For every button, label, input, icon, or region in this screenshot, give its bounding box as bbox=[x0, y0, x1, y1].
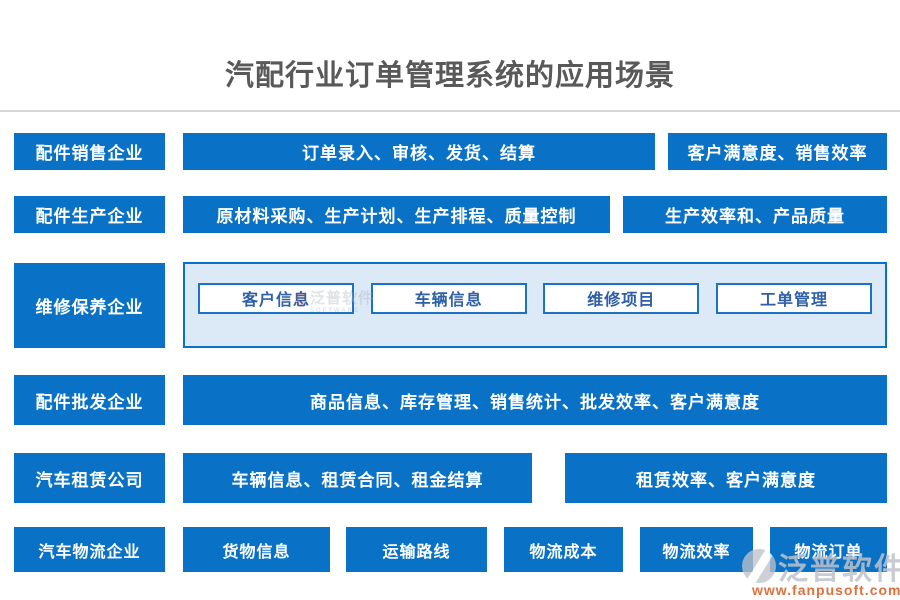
label-auto-logistics-company: 汽车物流企业 bbox=[14, 527, 165, 572]
label-parts-manufacturing-company: 配件生产企业 bbox=[14, 196, 165, 233]
label-parts-wholesale-company: 配件批发企业 bbox=[14, 375, 165, 425]
page-title: 汽配行业订单管理系统的应用场景 bbox=[224, 60, 675, 92]
bar-rental-benefit: 租赁效率、客户满意度 bbox=[565, 453, 887, 503]
button-vehicle-info: 车辆信息 bbox=[370, 282, 527, 314]
button-cargo-info: 货物信息 bbox=[183, 527, 330, 572]
button-customer-info: 客户信息 bbox=[198, 282, 354, 314]
button-logistics-order: 物流订单 bbox=[770, 527, 887, 572]
bar-production-process: 原材料采购、生产计划、生产排程、质量控制 bbox=[183, 196, 610, 233]
label-car-rental-company: 汽车租赁公司 bbox=[14, 453, 165, 503]
button-logistics-efficiency: 物流效率 bbox=[640, 527, 753, 572]
brand-url: www.fanpusoft.com bbox=[752, 582, 900, 598]
button-repair-items: 维修项目 bbox=[543, 282, 700, 314]
button-logistics-cost: 物流成本 bbox=[504, 527, 623, 572]
bar-wholesale-process: 商品信息、库存管理、销售统计、批发效率、客户满意度 bbox=[183, 375, 887, 425]
title-divider bbox=[0, 110, 900, 112]
button-work-order: 工单管理 bbox=[715, 282, 872, 314]
button-transport-route: 运输路线 bbox=[346, 527, 487, 572]
bar-order-process: 订单录入、审核、发货、结算 bbox=[183, 133, 655, 170]
maintenance-panel: 客户信息 车辆信息 维修项目 工单管理 bbox=[183, 262, 887, 348]
label-parts-sales-company: 配件销售企业 bbox=[14, 133, 165, 170]
label-maintenance-company: 维修保养企业 bbox=[14, 263, 165, 348]
bar-sales-benefit: 客户满意度、销售效率 bbox=[668, 133, 887, 170]
bar-rental-process: 车辆信息、租赁合同、租金结算 bbox=[183, 453, 532, 503]
bar-production-benefit: 生产效率和、产品质量 bbox=[623, 196, 887, 233]
